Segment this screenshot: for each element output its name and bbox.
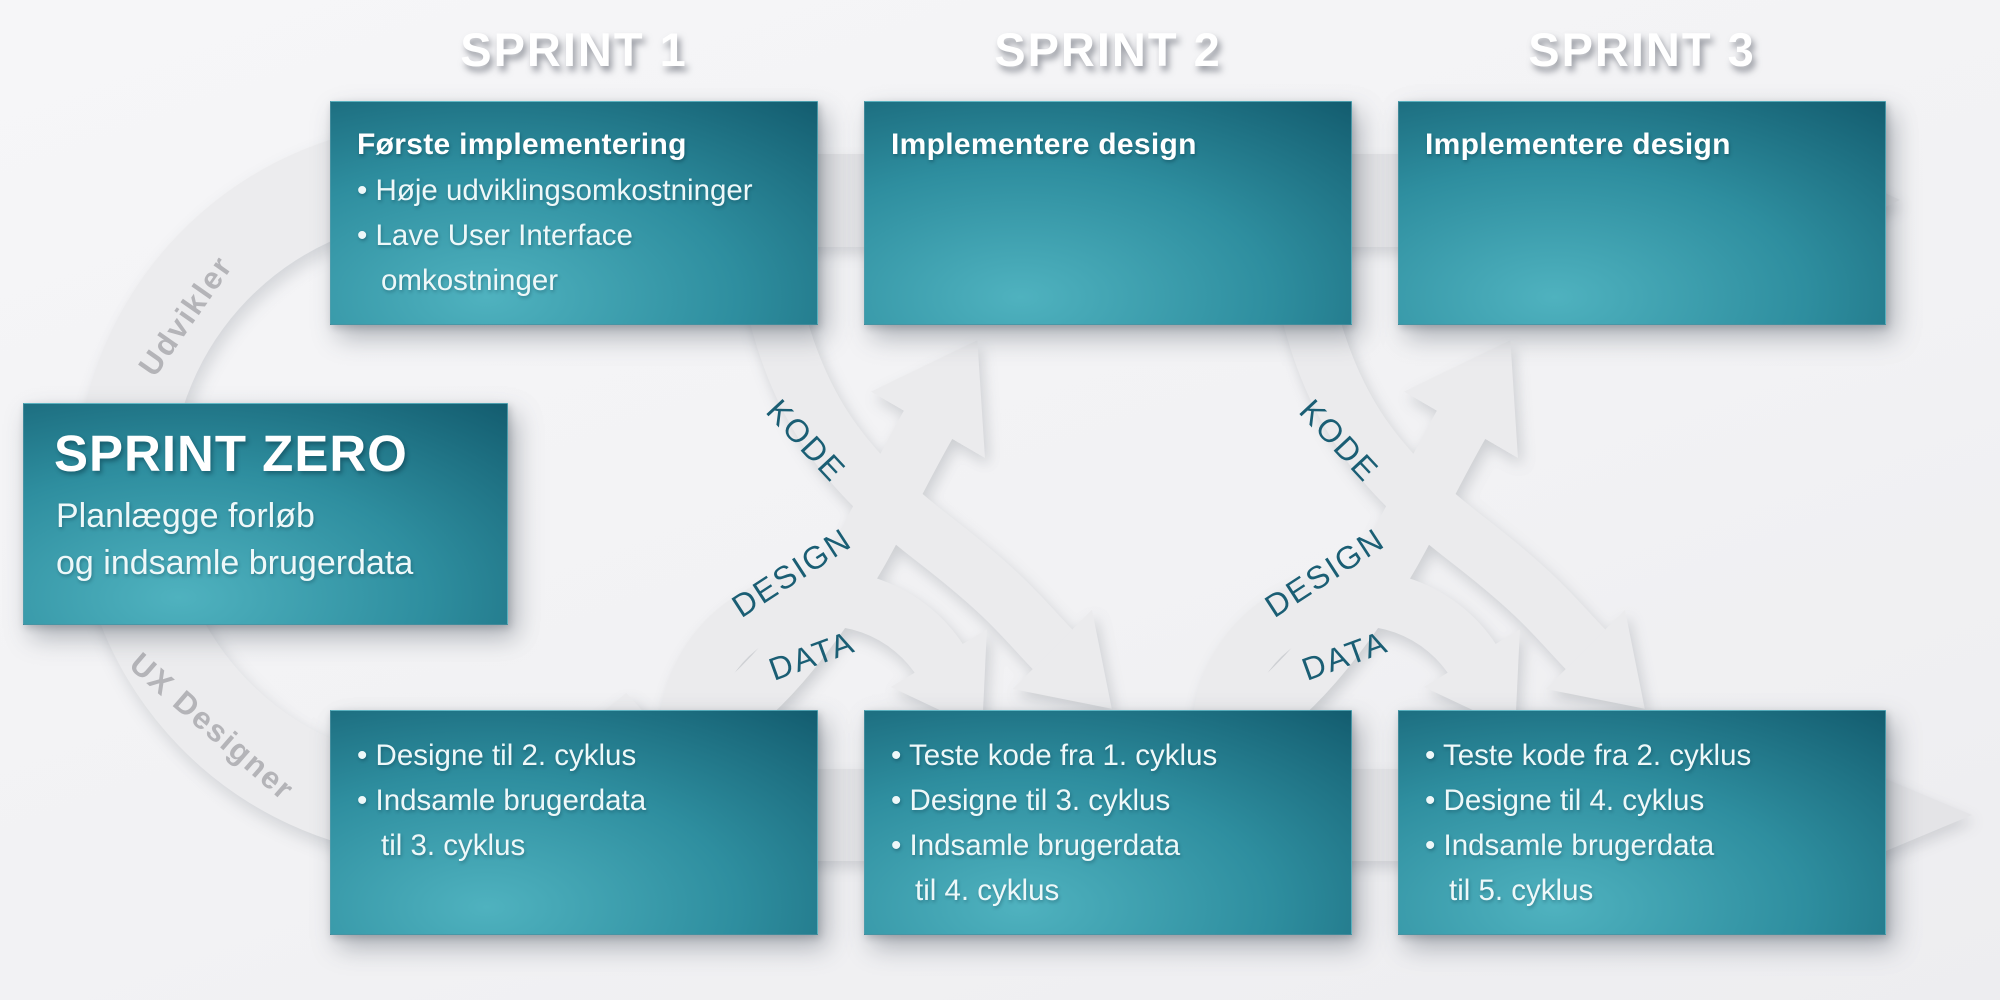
box-bullet: • Lave User Interface: [357, 219, 633, 252]
sprint3-ux-box: • Teste kode fra 2. cyklus • Designe til…: [1398, 710, 1886, 935]
box-bullet-continuation: omkostninger: [381, 264, 559, 297]
box-bullet: • Teste kode fra 1. cyklus: [891, 739, 1218, 772]
box-bullet-continuation: til 4. cyklus: [915, 874, 1060, 907]
sprint-zero-line: og indsamle brugerdata: [56, 544, 414, 582]
sprint2-header: SPRINT 2: [994, 23, 1222, 76]
box-bullet: • Designe til 3. cyklus: [891, 784, 1171, 817]
sprint1-ux-box: • Designe til 2. cyklus • Indsamle bruge…: [330, 710, 818, 935]
box-bullet: • Designe til 4. cyklus: [1425, 784, 1705, 817]
box-title: Første implementering: [357, 128, 687, 161]
box-bullet: • Høje udviklingsomkostninger: [357, 174, 753, 207]
box-bullet: • Indsamle brugerdata: [1425, 829, 1715, 862]
sprint-zero-box: SPRINT ZERO Planlægge forløb og indsamle…: [23, 403, 508, 625]
sprint3-header: SPRINT 3: [1528, 23, 1756, 76]
sprint2-ux-box: • Teste kode fra 1. cyklus • Designe til…: [864, 710, 1352, 935]
box-title: Implementere design: [1425, 128, 1731, 161]
box-bullet: • Indsamle brugerdata: [357, 784, 647, 817]
data-ribbon-2: [1191, 570, 1520, 759]
box-bullet: • Teste kode fra 2. cyklus: [1425, 739, 1752, 772]
sprint1-header: SPRINT 1: [460, 23, 688, 76]
kode-ribbon-2: [1277, 288, 1645, 709]
box-bullet: • Designe til 2. cyklus: [357, 739, 637, 772]
box-title: Implementere design: [891, 128, 1197, 161]
sprint2-developer-box: Implementere design: [864, 101, 1352, 325]
data-ribbon-1: [658, 570, 987, 759]
sprint1-developer-box: Første implementering • Høje udviklingso…: [330, 101, 818, 325]
kode-ribbon-1: [744, 288, 1112, 709]
sprint-zero-line: Planlægge forløb: [56, 497, 315, 535]
box-bullet-continuation: til 5. cyklus: [1449, 874, 1594, 907]
sprint-zero-title: SPRINT ZERO: [54, 425, 408, 482]
box-bullet: • Indsamle brugerdata: [891, 829, 1181, 862]
box-bullet-continuation: til 3. cyklus: [381, 829, 526, 862]
sprint3-developer-box: Implementere design: [1398, 101, 1886, 325]
